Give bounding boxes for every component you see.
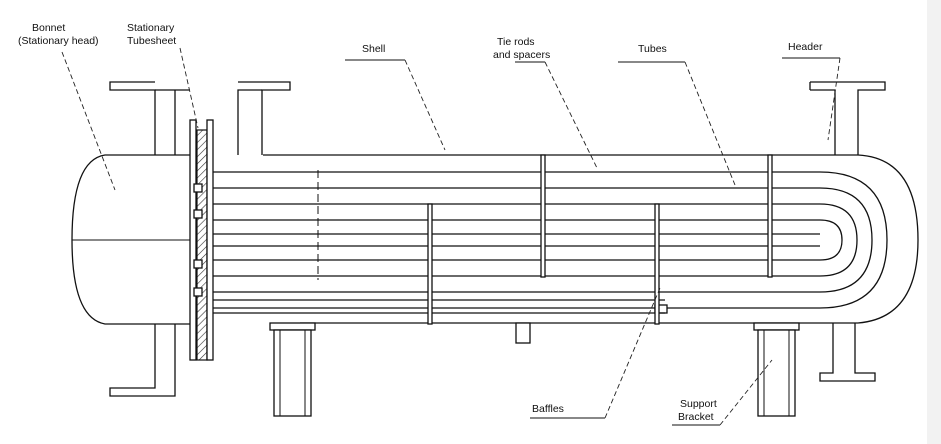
labels: Bonnet (Stationary head) Stationary Tube… <box>18 22 823 423</box>
label-tubesheet-line1: Stationary <box>127 22 175 34</box>
label-tie-rods-line1: Tie rods <box>497 36 535 48</box>
label-bonnet-line2: (Stationary head) <box>18 35 99 47</box>
label-header: Header <box>788 41 823 53</box>
label-tubes: Tubes <box>638 43 667 55</box>
label-shell: Shell <box>362 43 385 55</box>
drain-nozzle <box>515 322 531 344</box>
leader-lines <box>61 47 841 426</box>
shell-top-left-nozzle <box>237 81 291 155</box>
bonnet-bottom-nozzle <box>109 324 176 397</box>
shell <box>263 154 919 324</box>
baffles <box>317 154 784 325</box>
tie-rods <box>213 299 668 314</box>
label-bonnet-line1: Bonnet <box>32 22 65 34</box>
support-left <box>269 322 316 417</box>
label-support-line1: Support <box>680 398 717 410</box>
page-edge-strip <box>927 0 941 444</box>
label-tie-rods-line2: and spacers <box>493 49 550 61</box>
label-tubesheet-line2: Tubesheet <box>127 35 176 47</box>
label-support-line2: Bracket <box>678 411 714 423</box>
support-right <box>753 322 800 417</box>
bonnet <box>71 154 195 325</box>
tube-bundle <box>193 171 888 309</box>
shell-bottom-right-nozzle <box>819 323 876 382</box>
header-nozzle <box>809 81 886 155</box>
label-baffles: Baffles <box>532 403 564 415</box>
bonnet-top-nozzle <box>109 81 190 155</box>
stationary-tubesheet <box>189 119 214 361</box>
